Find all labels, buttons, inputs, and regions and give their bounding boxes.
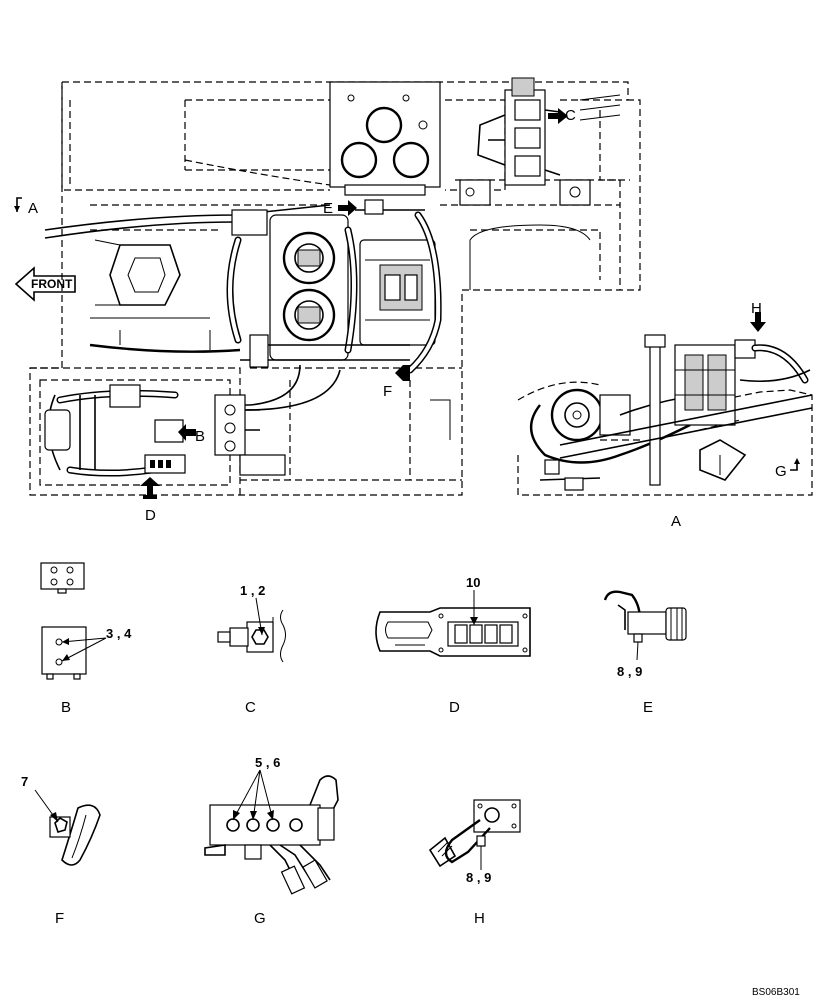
detail-c-caption: C (245, 699, 256, 716)
view-label-g: G (775, 463, 787, 480)
detail-e: 8 , 9 E (603, 590, 687, 716)
view-arrow-c (548, 108, 568, 124)
section-a-marker: A (28, 200, 38, 217)
view-label-f: F (383, 383, 392, 400)
detail-d: 10 D (375, 575, 531, 716)
detail-f-caption: F (55, 910, 64, 927)
view-arrow-b (178, 424, 196, 441)
detail-h: 8 , 9 H (428, 799, 521, 927)
callout-d: 10 (466, 575, 480, 590)
view-a-side: H G A (517, 300, 813, 530)
view-label-d: D (145, 507, 156, 524)
view-arrow-d (140, 477, 160, 499)
detail-b-caption: B (61, 699, 71, 716)
detail-e-caption: E (643, 699, 653, 716)
view-arrow-f (395, 365, 410, 381)
detail-h-caption: H (474, 910, 485, 927)
view-arrow-e (338, 200, 357, 216)
view-label-h: H (751, 300, 762, 317)
callout-b: 3 , 4 (106, 626, 132, 641)
detail-c: 1 , 2 C (217, 583, 286, 716)
view-label-c: C (565, 107, 576, 124)
callout-h: 8 , 9 (466, 870, 491, 885)
detail-g: 5 , 6 G (204, 755, 339, 927)
callout-f: 7 (21, 774, 28, 789)
view-a-caption: A (671, 513, 681, 530)
callout-g: 5 , 6 (255, 755, 280, 770)
callout-c: 1 , 2 (240, 583, 265, 598)
view-label-b: B (195, 428, 205, 445)
detail-g-caption: G (254, 910, 266, 927)
front-label: FRONT (31, 277, 73, 291)
view-arrow-h (750, 312, 766, 332)
view-label-e: E (323, 200, 333, 217)
detail-d-caption: D (449, 699, 460, 716)
detail-f: 7 F (21, 774, 101, 927)
main-top-view: A FRONT C E B D F (14, 77, 641, 524)
detail-b: 3 , 4 B (40, 562, 132, 716)
callout-e: 8 , 9 (617, 664, 642, 679)
drawing-code: BS06B301 (752, 987, 800, 998)
